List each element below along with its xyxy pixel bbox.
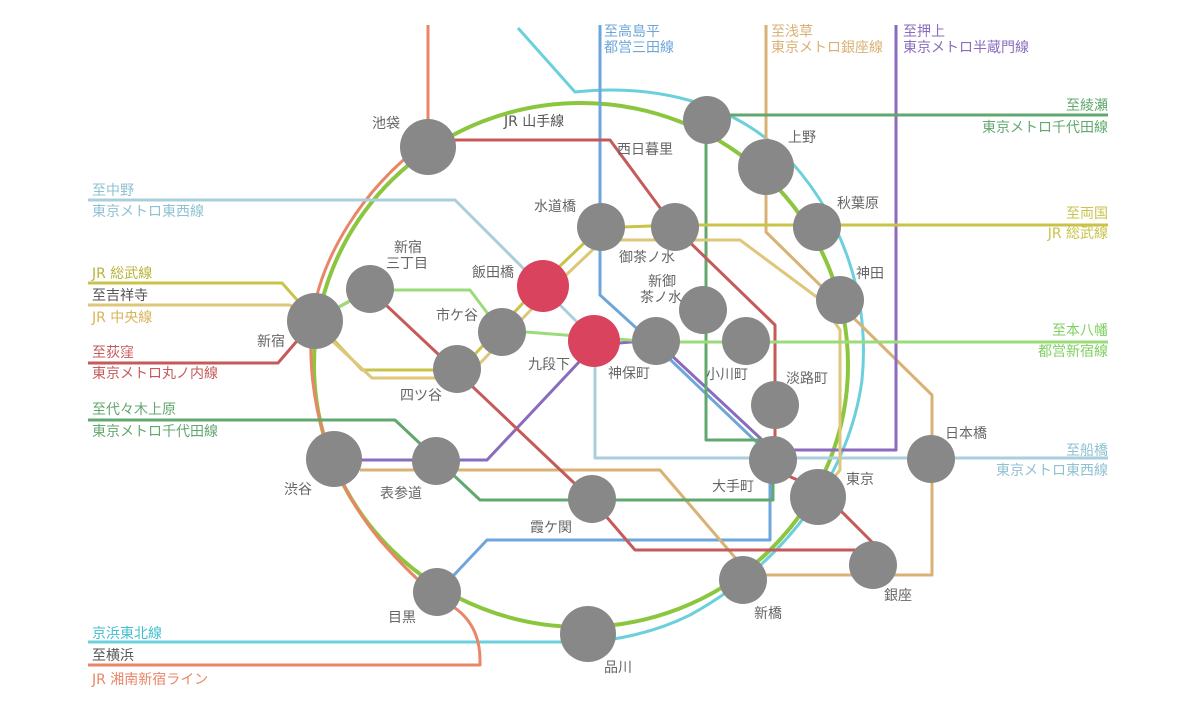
line-label-chiyoda-ne: 東京メトロ千代田線 <box>982 120 1108 136</box>
label-nishinippori: 西日暮里 <box>617 142 673 158</box>
station-otemachi <box>749 436 797 484</box>
label-shin-ochanomizu-1: 新御 <box>648 274 676 290</box>
label-ueno: 上野 <box>788 130 816 146</box>
label-awajicho: 淡路町 <box>786 371 828 387</box>
line-label-hanzomon: 東京メトロ半蔵門線 <box>903 40 1029 56</box>
station-awajicho <box>751 381 799 429</box>
line-label-ginza: 東京メトロ銀座線 <box>771 40 883 56</box>
label-nihombashi: 日本橋 <box>945 426 987 442</box>
dest-oshiage: 至押上 <box>903 24 945 40</box>
line-label-yamanote: JR 山手線 <box>504 114 565 130</box>
station-ikebukuro <box>400 119 456 175</box>
label-shinjuku: 新宿 <box>257 334 285 350</box>
station-shimbashi <box>719 556 767 604</box>
label-ikebukuro: 池袋 <box>372 116 400 132</box>
label-iidabashi: 飯田橋 <box>472 265 514 281</box>
label-ginza: 銀座 <box>884 588 912 604</box>
line-label-tozai-west: 東京メトロ東西線 <box>92 204 204 220</box>
dest-ryogoku: 至両国 <box>1066 206 1108 222</box>
station-omotesando <box>412 437 460 485</box>
station-shin-ochanomizu <box>679 286 727 334</box>
dest-nakano: 至中野 <box>92 183 134 199</box>
line-label-mita: 都営三田線 <box>604 40 674 56</box>
station-shibuya <box>306 431 362 487</box>
station-suidobashi <box>577 203 625 251</box>
label-jimbocho: 神保町 <box>608 366 650 382</box>
label-shimbashi: 新橋 <box>754 606 782 622</box>
station-iidabashi <box>517 260 569 312</box>
dest-yokohama: 至横浜 <box>92 648 134 664</box>
station-meguro <box>413 568 461 616</box>
label-ogawamachi: 小川町 <box>706 367 748 383</box>
label-shinjuku-sanchome-2: 三丁目 <box>386 256 428 272</box>
station-akihabara <box>793 203 841 251</box>
label-meguro: 目黒 <box>388 610 416 626</box>
label-omotesando: 表参道 <box>380 486 422 502</box>
label-suidobashi: 水道橋 <box>534 199 576 215</box>
label-kanda: 神田 <box>856 266 884 282</box>
label-tokyo: 東京 <box>846 472 874 488</box>
label-shibuya: 渋谷 <box>284 482 312 498</box>
dest-ogikubo: 至荻窪 <box>92 345 134 361</box>
station-nihombashi <box>907 435 955 483</box>
dest-motoyawata: 至本八幡 <box>1052 323 1108 339</box>
station-tokyo <box>790 469 846 525</box>
station-shinagawa <box>560 606 616 662</box>
label-shinagawa: 品川 <box>604 660 632 676</box>
line-label-keihin-tohoku: 京浜東北線 <box>92 626 162 642</box>
dest-asakusa: 至浅草 <box>771 24 813 40</box>
line-label-marunouchi: 東京メトロ丸ノ内線 <box>92 366 218 382</box>
station-kasumigaseki <box>568 475 616 523</box>
label-otemachi: 大手町 <box>712 479 754 495</box>
ginza-line <box>360 25 934 577</box>
label-shinjuku-sanchome-1: 新宿 <box>394 240 422 256</box>
chiyoda-line <box>88 113 1108 502</box>
line-label-shinjuku: 都営新宿線 <box>1038 344 1108 360</box>
station-ichigaya <box>478 308 526 356</box>
line-label-shonan-shinjuku: JR 湘南新宿ライン <box>92 672 209 688</box>
label-akihabara: 秋葉原 <box>837 196 879 212</box>
station-shinjuku-sanchome <box>346 265 394 313</box>
station-kanda <box>816 276 864 324</box>
stations <box>287 96 955 662</box>
line-label-chiyoda-sw: 東京メトロ千代田線 <box>92 424 218 440</box>
station-shinjuku <box>287 293 343 349</box>
label-kudanshita: 九段下 <box>528 357 570 373</box>
label-yotsuya: 四ツ谷 <box>400 388 442 404</box>
dest-kichijoji: 至吉祥寺 <box>92 288 148 304</box>
station-ogawamachi <box>722 317 770 365</box>
station-kudanshita <box>568 315 620 367</box>
dest-takashimadaira: 至高島平 <box>604 24 660 40</box>
station-ochanomizu <box>651 203 699 251</box>
label-ochanomizu: 御茶ノ水 <box>619 250 675 266</box>
tozai-line <box>88 198 1108 460</box>
station-jimbocho <box>632 317 680 365</box>
line-label-sobu-east: JR 総武線 <box>1047 226 1108 242</box>
line-label-sobu-west: JR 総武線 <box>92 266 153 282</box>
station-ueno <box>738 139 794 195</box>
station-nishinippori <box>683 96 731 144</box>
label-shin-ochanomizu-2: 茶ノ水 <box>640 290 682 306</box>
dest-ayase: 至綾瀬 <box>1066 98 1108 114</box>
label-kasumigaseki: 霞ケ関 <box>530 520 572 536</box>
line-label-tozai-east: 東京メトロ東西線 <box>996 463 1108 479</box>
station-yotsuya <box>433 345 481 393</box>
dest-funabashi: 至船橋 <box>1066 443 1108 459</box>
station-ginza <box>849 541 897 589</box>
label-ichigaya: 市ケ谷 <box>436 308 478 324</box>
line-label-chuo: JR 中央線 <box>92 310 153 326</box>
dest-yoyogiuehara: 至代々木上原 <box>92 402 176 418</box>
